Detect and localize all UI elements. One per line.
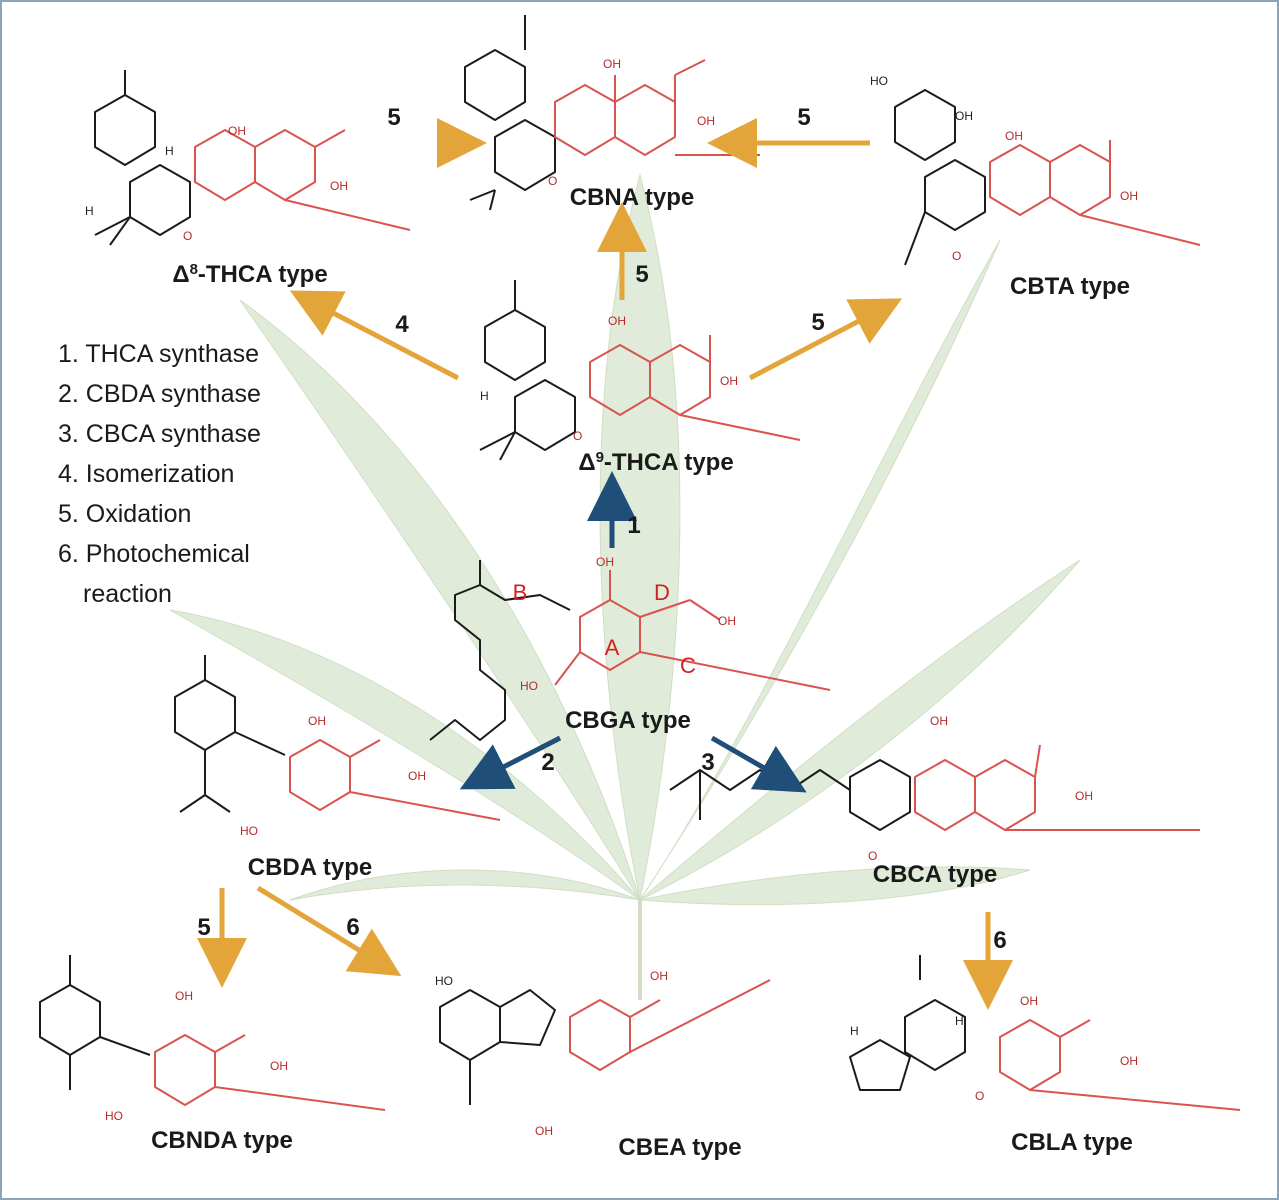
legend-item-2: 2. CBDA synthase [58, 380, 261, 408]
cbna-structure: OH OH O [464, 15, 760, 211]
cbna-oh: OH [603, 57, 621, 71]
d8-oh-acid: OH [330, 179, 348, 193]
step-number-cbda-to-cbea: 6 [346, 914, 359, 941]
cbta-oh: OH [955, 109, 973, 123]
step-number-cbca-to-cbla: 6 [993, 927, 1006, 954]
d8thca-delta: Δ [172, 261, 189, 288]
cbda-caption: CBDA type [248, 854, 372, 881]
cbca-oh-acid: OH [1075, 789, 1093, 803]
legend-item-1: 1. THCA synthase [58, 340, 259, 368]
ring-label-d: D [654, 580, 670, 605]
cbna-caption: CBNA type [570, 184, 694, 211]
d8-o: O [183, 229, 192, 243]
d9thca-structure: OH OH O H [479, 280, 801, 461]
cbna-oh-acid: OH [697, 114, 715, 128]
cbta-structure: HO OH OH OH O [870, 74, 1201, 266]
reaction-arrows [197, 118, 1013, 1010]
cbca-structure: OH OH O [669, 714, 1200, 863]
cbla-caption: CBLA type [1011, 1129, 1133, 1156]
cbea-ho: HO [435, 974, 453, 988]
cbta-caption: CBTA type [1010, 273, 1130, 300]
cbca-oh: OH [930, 714, 948, 728]
arrow-d9-to-cbta [748, 298, 903, 381]
d8thca-caption: Δ8-THCA type [172, 261, 327, 289]
cbla-structure: OH OH O H H [849, 955, 1241, 1111]
cbga-caption: CBGA type [565, 707, 691, 734]
d8-h1: H [165, 144, 174, 158]
cbea-oh: OH [535, 1124, 553, 1138]
legend-item-6: 6. Photochemical [58, 540, 250, 568]
d8thca-structure: OH OH O H H [85, 70, 411, 246]
leaflet-low-left [289, 869, 641, 901]
cbca-caption: CBCA type [873, 861, 997, 888]
legend-item-5: 5. Oxidation [58, 500, 191, 528]
cbnda-ho: HO [105, 1109, 123, 1123]
d9thca-delta: Δ [578, 449, 595, 476]
arrow-d9-to-d8 [289, 290, 460, 381]
cbta-oh-acid: OH [1120, 189, 1138, 203]
cbea-oh-acid: OH [650, 969, 668, 983]
step-number-cbda-to-cbnda: 5 [197, 914, 210, 941]
d9-o: O [573, 429, 582, 443]
cbna-o: O [548, 174, 557, 188]
cbnda-oh-acid: OH [270, 1059, 288, 1073]
cbla-h1: H [850, 1024, 859, 1038]
ring-label-c: C [680, 653, 696, 678]
cbda-oh: OH [308, 714, 326, 728]
cbea-structure: OH OH HO [435, 969, 771, 1138]
cbla-oh-acid: OH [1120, 1054, 1138, 1068]
step-number-cbga-to-cbda: 2 [541, 749, 554, 776]
ring-label-a: A [605, 635, 620, 660]
cbga-oh-acid: OH [718, 614, 736, 628]
legend-item-4: 4. Isomerization [58, 460, 234, 488]
d9thca-sup: 9 [596, 449, 604, 466]
arrow-cbda-to-cbea [256, 885, 402, 977]
leaflet-upper-right [639, 239, 1001, 901]
cbga-structure: HO OH OH [429, 555, 831, 741]
arrow-cbga-to-cbca [710, 735, 807, 793]
leaflet-low-right [639, 866, 1031, 906]
cbla-o: O [975, 1089, 984, 1103]
d8-h2: H [85, 204, 94, 218]
leaflet-upper-left [239, 299, 641, 901]
cbta-oh2: OH [1005, 129, 1023, 143]
d9-oh: OH [608, 314, 626, 328]
cbda-oh-acid: OH [408, 769, 426, 783]
d9-oh-acid: OH [720, 374, 738, 388]
cbga-oh: OH [596, 555, 614, 569]
ring-label-b: B [513, 580, 528, 605]
legend-item-3: 3. CBCA synthase [58, 420, 261, 448]
d9-h: H [480, 389, 489, 403]
d8thca-sup: 8 [190, 261, 198, 278]
cbnda-structure: OH OH HO [39, 955, 386, 1123]
enzyme-legend: 1. THCA synthase 2. CBDA synthase 3. CBC… [58, 340, 261, 608]
cbla-h2: H [955, 1014, 964, 1028]
step-number-d9-to-cbta: 5 [811, 309, 824, 336]
step-number-cbga-to-d9: 1 [627, 512, 640, 539]
d8thca-text: -THCA type [198, 261, 328, 288]
d8-oh: OH [228, 124, 246, 138]
d9thca-text: -THCA type [604, 449, 734, 476]
step-number-d9-to-d8: 4 [395, 311, 409, 338]
cbda-structure: OH OH HO [174, 655, 501, 838]
step-number-cbta-to-cbna: 5 [797, 104, 810, 131]
cbta-o: O [952, 249, 961, 263]
cbla-oh: OH [1020, 994, 1038, 1008]
cbnda-oh: OH [175, 989, 193, 1003]
cbda-ho: HO [240, 824, 258, 838]
step-number-d8-to-cbna: 5 [387, 104, 400, 131]
cbta-ho: HO [870, 74, 888, 88]
cbnda-caption: CBNDA type [151, 1127, 293, 1154]
cbea-caption: CBEA type [618, 1134, 741, 1161]
legend-item-6-cont: reaction [83, 580, 172, 608]
cbga-ho: HO [520, 679, 538, 693]
cbca-o: O [868, 849, 877, 863]
arrow-cbga-to-cbda [459, 735, 562, 790]
step-number-d9-to-cbna: 5 [635, 261, 648, 288]
step-number-cbga-to-cbca: 3 [701, 749, 714, 776]
